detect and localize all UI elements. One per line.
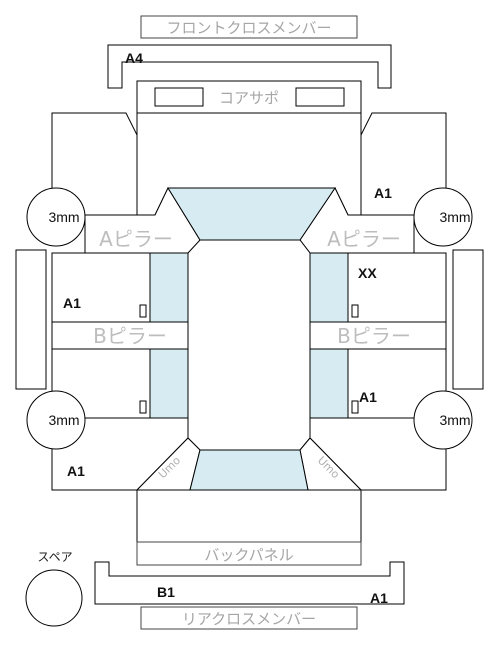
front-right-tire-depth: 3mm [439,209,470,225]
front-member-bracket[interactable] [107,44,392,89]
rear-cross-member-label: リアクロスメンバー [182,610,316,628]
a-pillar-right-label: Aピラー [327,227,401,251]
front-cross-member-box[interactable] [140,15,358,39]
rear-member-right-code: A1 [370,590,388,606]
headlight-right[interactable] [295,87,345,107]
b-pillar-right[interactable] [309,321,447,350]
back-panel-box[interactable] [136,541,362,566]
spare-label: スペア [37,550,72,564]
rear-left-window[interactable] [149,348,189,419]
core-support-label: コアサポ [219,89,279,107]
rear-cross-member-box[interactable] [140,606,358,630]
trunk-lid[interactable] [136,489,362,543]
roof-panel[interactable] [187,239,311,451]
front-right-door[interactable] [347,252,447,323]
rear-left-tire[interactable] [26,390,86,450]
left-side-sill[interactable] [15,249,47,390]
rear-left-tire-depth: 3mm [48,412,79,428]
rear-right-handle [351,400,359,414]
front-right-fender-code: A1 [374,185,392,201]
front-left-tire-depth: 3mm [48,209,79,225]
front-left-door[interactable] [51,252,151,323]
right-side-sill[interactable] [452,249,484,390]
front-member-code: A4 [125,50,143,66]
front-right-window[interactable] [309,252,349,323]
rear-member-bracket[interactable] [94,561,405,605]
rear-left-handle [139,400,147,414]
b-pillar-left-label: Bピラー [93,324,167,348]
right-front-door-code: XX [358,265,377,281]
spare-tire[interactable] [25,569,83,627]
front-right-handle [351,304,359,318]
rear-window[interactable] [189,449,309,491]
left-rear-quarter-code: A1 [67,463,85,479]
left-front-door-code: A1 [63,295,81,311]
rear-right-tire[interactable] [413,390,473,450]
b-pillar-left[interactable] [51,321,189,350]
b-pillar-right-label: Bピラー [337,324,411,348]
back-panel-label: バックパネル [204,546,293,564]
right-rear-door-code: A1 [359,389,377,405]
rear-member-code: B1 [157,584,175,600]
front-left-window[interactable] [149,252,189,323]
front-cross-member-label: フロントクロスメンバー [166,19,331,37]
rear-right-window[interactable] [309,348,349,419]
front-left-handle [139,304,147,318]
rear-right-tire-depth: 3mm [439,412,470,428]
headlight-left[interactable] [154,87,204,107]
a-pillar-left-label: Aピラー [99,227,173,251]
